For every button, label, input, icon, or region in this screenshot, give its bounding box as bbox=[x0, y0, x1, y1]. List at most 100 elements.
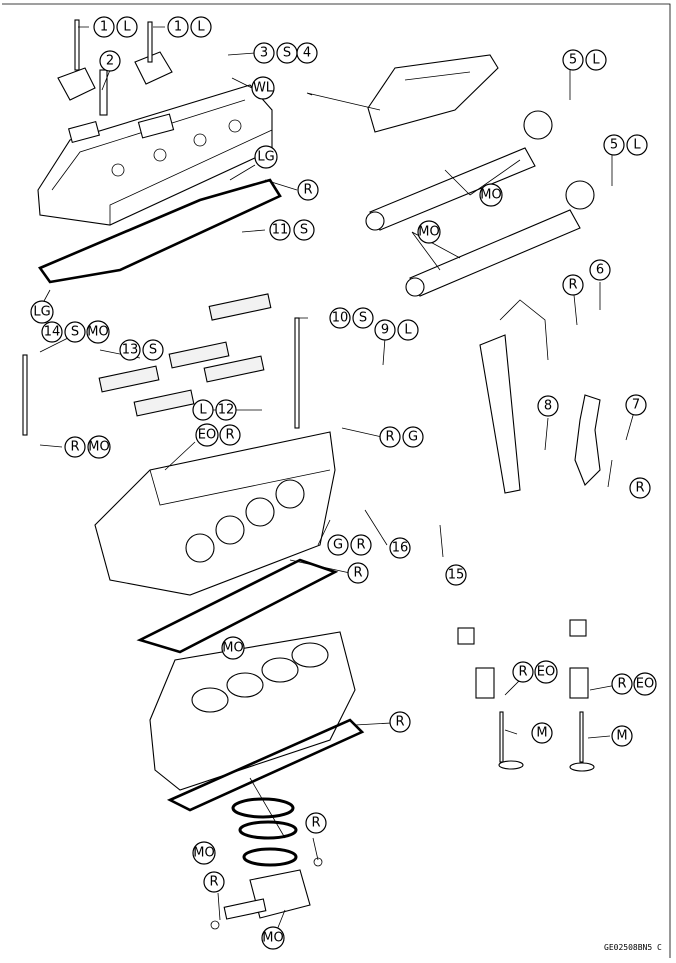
callout-13-S: 13 S bbox=[119, 339, 164, 361]
callout-text: 8 bbox=[544, 399, 552, 414]
callout-2: 2 bbox=[99, 50, 121, 72]
long-bolt-10 bbox=[294, 317, 300, 429]
chain-guide-plate bbox=[367, 54, 499, 133]
callout-M-right: M bbox=[611, 725, 633, 747]
callout-text: 14 bbox=[44, 325, 61, 340]
callout-text: 3 bbox=[260, 46, 268, 61]
callout-text: M bbox=[616, 729, 627, 744]
callout-text: MO bbox=[480, 188, 501, 203]
callout-text: M bbox=[536, 726, 547, 741]
callout-M-left: M bbox=[531, 722, 553, 744]
callout-text: L bbox=[197, 20, 205, 35]
callout-text: G bbox=[333, 538, 343, 553]
callout-R-tensioner: R bbox=[629, 477, 651, 499]
callout-text: 11 bbox=[272, 223, 289, 238]
callout-text: R bbox=[395, 715, 404, 730]
circlip-right bbox=[313, 857, 323, 867]
callout-text: 6 bbox=[596, 263, 604, 278]
cylinder-head bbox=[94, 431, 336, 596]
callout-text: 1 bbox=[174, 20, 182, 35]
callout-LG-bottom: LG bbox=[30, 300, 54, 324]
callout-R-cover-gasket: R bbox=[297, 179, 319, 201]
callout-R-chain: R bbox=[562, 274, 584, 296]
callout-text: MO bbox=[262, 931, 283, 946]
callout-text: S bbox=[71, 325, 79, 340]
callout-6: 6 bbox=[589, 259, 611, 281]
callout-R-circlip-left: R bbox=[203, 871, 225, 893]
cam-chain bbox=[499, 299, 549, 361]
callout-text: 15 bbox=[448, 568, 465, 583]
callout-5-L-b: 5 L bbox=[603, 134, 648, 156]
callout-MO-cylinder: MO bbox=[221, 636, 245, 660]
callout-text: EO bbox=[537, 665, 555, 680]
callout-text: MO bbox=[87, 325, 108, 340]
callout-text: 5 bbox=[569, 53, 577, 68]
callout-text: LG bbox=[257, 150, 274, 165]
cylinder-block bbox=[149, 631, 356, 791]
callout-11-S: 11 S bbox=[269, 219, 315, 241]
valve-assembly-left bbox=[457, 627, 524, 770]
camshaft-caps bbox=[98, 293, 272, 417]
chain-guide-front bbox=[479, 334, 521, 494]
callout-MO-rings: MO bbox=[192, 841, 216, 865]
callout-text: S bbox=[359, 311, 367, 326]
callout-5-L-a: 5 L bbox=[562, 49, 607, 71]
callout-1-L-a: 1 L bbox=[93, 16, 138, 38]
callout-text: L bbox=[123, 20, 131, 35]
callout-MO-camshaft-b: MO bbox=[417, 220, 441, 244]
callout-14-S-MO: 14 S MO bbox=[41, 320, 110, 344]
callout-16: 16 bbox=[389, 537, 411, 559]
callout-text: R bbox=[70, 440, 79, 455]
chain-tensioner-guide bbox=[574, 394, 601, 486]
valve-assembly-right bbox=[569, 619, 595, 772]
callout-text: EO bbox=[636, 677, 654, 692]
callout-text: R bbox=[617, 677, 626, 692]
callout-text: LG bbox=[33, 305, 50, 320]
callout-text: MO bbox=[88, 440, 109, 455]
callout-text: 9 bbox=[381, 323, 389, 338]
callout-15: 15 bbox=[445, 564, 467, 586]
base-gasket bbox=[166, 718, 365, 812]
callout-text: 16 bbox=[392, 541, 409, 556]
callout-text: R bbox=[353, 566, 362, 581]
reference-code: GE02508BN5 C bbox=[604, 943, 662, 952]
callout-text: 12 bbox=[218, 403, 235, 418]
callout-R-head-gasket: R bbox=[347, 562, 369, 584]
piston-ring-1 bbox=[231, 797, 295, 819]
callout-R-MO-left: R MO bbox=[64, 435, 111, 459]
callout-text: MO bbox=[193, 846, 214, 861]
callout-text: R bbox=[225, 428, 234, 443]
callout-text: R bbox=[311, 816, 320, 831]
callout-R-base-gasket: R bbox=[389, 711, 411, 733]
callout-L-12: L 12 bbox=[192, 399, 237, 421]
callout-9-L: 9 L bbox=[374, 319, 419, 341]
callout-R-EO-left: R EO bbox=[512, 660, 558, 684]
callout-text: 1 bbox=[100, 20, 108, 35]
callout-text: R bbox=[518, 665, 527, 680]
callout-text: S bbox=[283, 46, 291, 61]
callout-text: 5 bbox=[610, 138, 618, 153]
callout-text: 2 bbox=[106, 54, 114, 69]
callout-text: G bbox=[408, 430, 418, 445]
callout-text: MO bbox=[418, 225, 439, 240]
callout-R-EO-right: R EO bbox=[611, 672, 657, 696]
long-bolt-14 bbox=[22, 354, 28, 436]
callout-text: L bbox=[199, 403, 207, 418]
callout-EO-R: EO R bbox=[195, 423, 241, 447]
callout-text: 10 bbox=[332, 311, 349, 326]
page-frame bbox=[2, 3, 671, 958]
callout-text: 13 bbox=[122, 343, 139, 358]
callout-text: R bbox=[635, 481, 644, 496]
piston-ring-3 bbox=[242, 847, 298, 867]
callout-text: R bbox=[568, 278, 577, 293]
callout-R-circlip-right: R bbox=[305, 812, 327, 834]
callout-text: EO bbox=[198, 428, 216, 443]
callout-text: R bbox=[356, 538, 365, 553]
head-cover-gasket bbox=[38, 178, 282, 284]
head-gasket bbox=[136, 558, 339, 654]
callout-3-S: 3 S bbox=[253, 42, 298, 64]
callout-text: R bbox=[385, 430, 394, 445]
callout-text: R bbox=[209, 875, 218, 890]
callout-MO-camshaft-a: MO bbox=[479, 183, 503, 207]
